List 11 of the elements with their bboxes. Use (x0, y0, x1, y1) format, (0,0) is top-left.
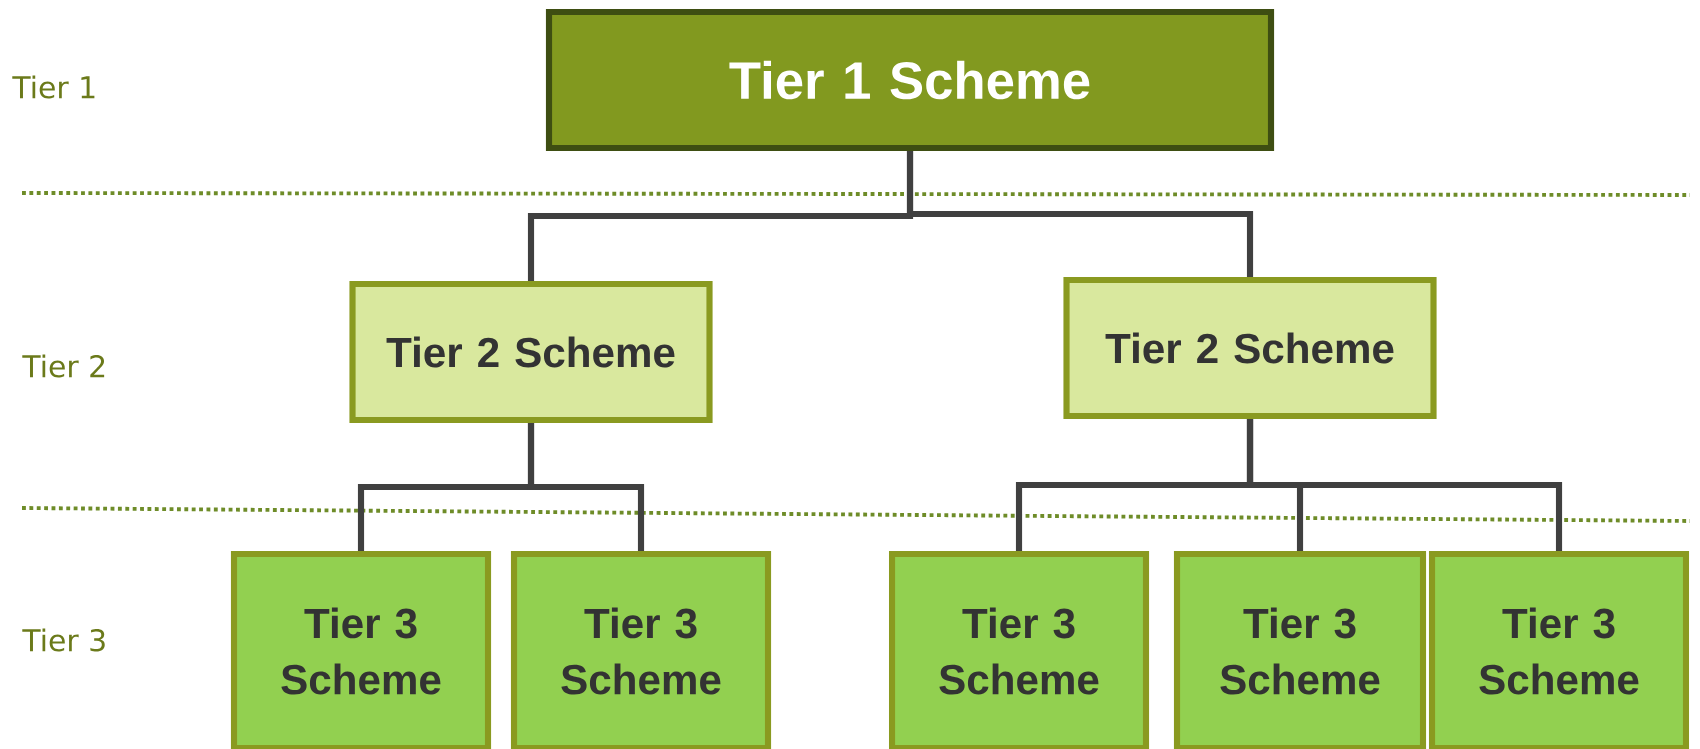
scheme-box: Tier 3 Scheme (1173, 550, 1427, 749)
scheme-box: Tier 3 Scheme (888, 550, 1150, 749)
scheme-box: Tier 3 Scheme (230, 550, 492, 749)
scheme-box: Tier 2 Scheme (1063, 276, 1437, 420)
scheme-box: Tier 3 Scheme (510, 550, 772, 749)
scheme-box: Tier 2 Scheme (349, 280, 713, 424)
scheme-box: Tier 1 Scheme (545, 8, 1275, 152)
scheme-box: Tier 3 Scheme (1428, 550, 1690, 749)
tier-label: Tier 3 (22, 628, 105, 652)
tier-label: Tier 1 (12, 75, 95, 99)
tier-label: Tier 2 (22, 354, 105, 378)
